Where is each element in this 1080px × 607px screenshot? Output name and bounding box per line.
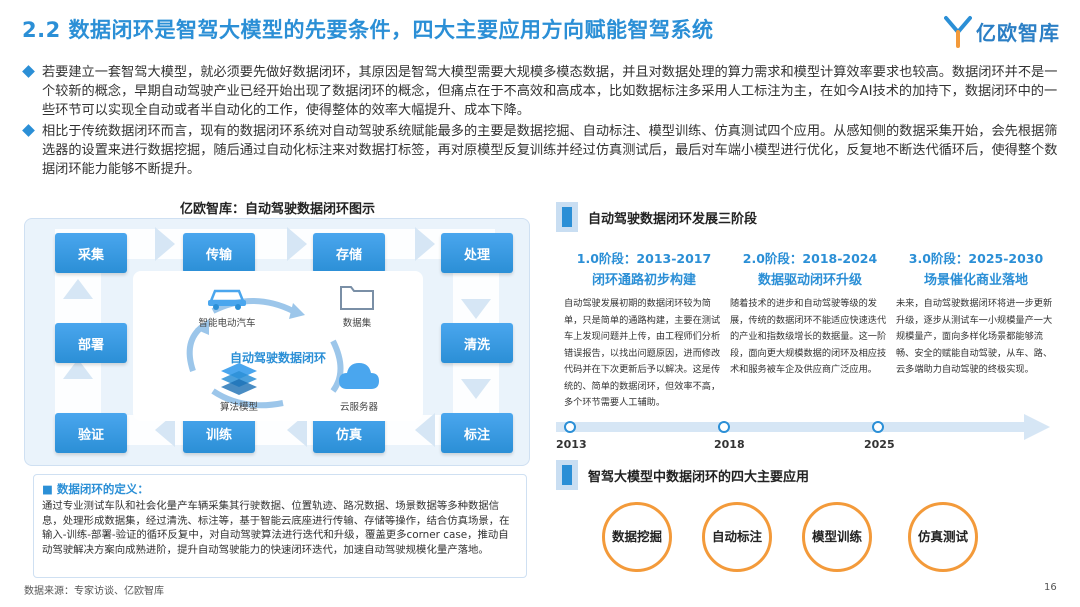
phase-period: 2.0阶段：2018-2024	[742, 251, 878, 266]
timeline-year: 2013	[556, 438, 587, 451]
timeline-bar	[556, 422, 1026, 432]
algo-label: 算法模型	[219, 402, 258, 413]
loop-center-label: 自动驾驶数据闭环	[229, 351, 326, 365]
loop-node-label: 标注	[441, 413, 513, 453]
app-circle: 数据挖掘	[602, 502, 672, 572]
bullet-text: 若要建立一套智驾大模型，就必须要先做好数据闭环，其原因是智驾大模型需要大规模多模…	[42, 65, 1058, 118]
definition-text: 通过专业测试车队和社会化量产车辆采集其行驶数据、位置轨迹、路况数据、场景数据等多…	[42, 500, 510, 556]
app-circle: 仿真测试	[908, 502, 978, 572]
loop-node-collect: 采集	[55, 233, 127, 273]
phase-desc: 自动驾驶发展初期的数据闭环较为简单，只是简单的通路构建，主要在测试车上发现问题并…	[564, 298, 721, 408]
phase-period: 3.0阶段：2025-2030	[908, 251, 1044, 266]
timeline-dot	[718, 421, 730, 433]
definition-box: ■ 数据闭环的定义： 通过专业测试车队和社会化量产车辆采集其行驶数据、位置轨迹、…	[33, 474, 527, 578]
phase-3: 3.0阶段：2025-2030 场景催化商业落地 未来，自动驾驶数据闭环将进一步…	[896, 248, 1056, 379]
diamond-bullet-icon	[22, 124, 35, 137]
loop-diagram-title: 亿欧智库：自动驾驶数据闭环图示	[180, 202, 376, 217]
folder-icon	[340, 286, 374, 310]
phase-name: 场景催化商业落地	[923, 273, 1028, 288]
loop-node-process: 处理	[441, 233, 513, 273]
loop-arrows	[55, 227, 499, 447]
phase-name: 数据驱动闭环升级	[757, 273, 862, 288]
diamond-bullet-icon	[22, 65, 35, 78]
timeline-dot	[872, 421, 884, 433]
loop-node-deploy: 部署	[55, 323, 127, 363]
loop-node-verify: 验证	[55, 413, 127, 453]
loop-diagram: 采集 传输 存储 处理 部署 清洗 验证 训练 仿真 标注 智能电动汽车 数据集…	[24, 218, 530, 466]
phase-desc: 未来，自动驾驶数据闭环将进一步更新升级，逐步从测试车一小规模量产一大规模量产，面…	[896, 298, 1053, 375]
cycle-arrows-icon	[186, 298, 344, 409]
car-icon	[208, 289, 246, 310]
source-note: 数据来源：专家访谈、亿欧智库	[24, 586, 164, 597]
phase-1: 1.0阶段：2013-2017 闭环通路初步构建 自动驾驶发展初期的数据闭环较为…	[564, 248, 724, 412]
loop-inner-panel: 智能电动汽车 数据集 自动驾驶数据闭环 算法模型 云服务器	[133, 271, 423, 421]
definition-title: ■ 数据闭环的定义：	[42, 482, 149, 496]
section-marker-icon	[556, 202, 578, 232]
timeline-arrow-icon	[1024, 414, 1050, 440]
app-circle: 自动标注	[702, 502, 772, 572]
logo: 亿欧智库	[944, 14, 1062, 48]
logo-text: 亿欧智库	[976, 20, 1060, 45]
timeline: 2013 2018 2025	[556, 414, 1054, 451]
section-marker-icon	[556, 460, 578, 490]
loop-node-transmit: 传输	[183, 233, 255, 273]
dataset-label: 数据集	[342, 318, 372, 329]
timeline-year: 2018	[714, 438, 745, 451]
bullet-item: 若要建立一套智驾大模型，就必须要先做好数据闭环，其原因是智驾大模型需要大规模多模…	[22, 63, 1064, 120]
loop-node-clean: 清洗	[441, 323, 513, 363]
phase-2: 2.0阶段：2018-2024 数据驱动闭环升级 随着技术的进步和自动驾驶等级的…	[730, 248, 890, 379]
app-circle: 模型训练	[802, 502, 872, 572]
phase-name: 闭环通路初步构建	[591, 273, 696, 288]
bullet-text: 相比于传统数据闭环而言，现有的数据闭环系统对自动驾驶系统赋能最多的主要是数据挖掘…	[42, 124, 1058, 177]
timeline-year: 2025	[864, 438, 895, 451]
timeline-dot	[564, 421, 576, 433]
car-label: 智能电动汽车	[198, 318, 256, 329]
bullet-list: 若要建立一套智驾大模型，就必须要先做好数据闭环，其原因是智驾大模型需要大规模多模…	[22, 63, 1064, 181]
page-number: 16	[1044, 582, 1057, 593]
apps-section-header: 智驾大模型中数据闭环的四大主要应用	[556, 460, 809, 490]
phases-section-header: 自动驾驶数据闭环发展三阶段	[556, 202, 757, 232]
phase-desc: 随着技术的进步和自动驾驶等级的发展，传统的数据闭环不能适应快速迭代的产业和指数级…	[730, 298, 887, 375]
apps-section-title: 智驾大模型中数据闭环的四大主要应用	[588, 469, 810, 485]
cloud-icon	[339, 363, 379, 389]
phase-period: 1.0阶段：2013-2017	[576, 251, 712, 266]
layers-icon	[221, 363, 257, 395]
page-title: 2.2 数据闭环是智驾大模型的先要条件，四大主要应用方向赋能智驾系统	[22, 18, 714, 42]
loop-node-storage: 存储	[313, 233, 385, 273]
bullet-item: 相比于传统数据闭环而言，现有的数据闭环系统对自动驾驶系统赋能最多的主要是数据挖掘…	[22, 122, 1064, 179]
cloud-label: 云服务器	[339, 402, 378, 413]
phases-section-title: 自动驾驶数据闭环发展三阶段	[588, 211, 758, 227]
logo-icon	[944, 16, 972, 48]
